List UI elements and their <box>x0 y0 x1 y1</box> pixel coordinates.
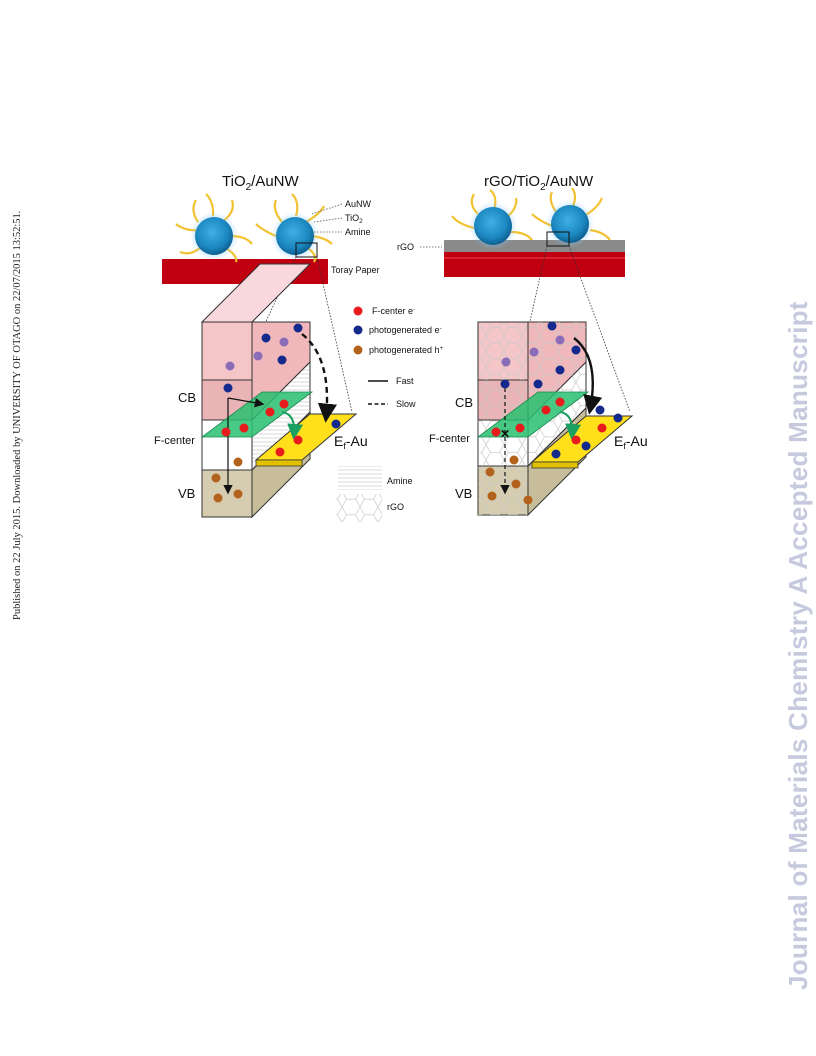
toray-paper-label: Toray Paper <box>331 265 380 275</box>
blocked-transition-mark: ✕ <box>500 427 510 441</box>
legend-photo-hole: photogenerated h+ <box>369 345 444 355</box>
legend-blue-dot <box>353 325 363 335</box>
left-panel-title: TiO2/AuNW <box>222 173 300 193</box>
right-vb-label: VB <box>455 486 472 501</box>
legend-fast: Fast <box>396 376 414 386</box>
tio2-label: TiO2 <box>345 213 363 225</box>
amine-label: Amine <box>345 227 371 237</box>
legend-photo-electron: photogenerated e- <box>369 325 442 335</box>
tio2-sphere <box>551 205 589 243</box>
right-ef-label: Ef-Au <box>614 433 648 451</box>
legend-rgo-swatch <box>336 494 382 522</box>
right-fcenter-label: F-center <box>429 433 470 445</box>
zoom-box <box>295 242 318 258</box>
legend-fcenter-electron: F-center e- <box>372 306 415 316</box>
right-particles <box>485 321 623 505</box>
rgo-layer <box>444 240 625 252</box>
tio2-sphere <box>276 217 314 255</box>
left-panel: TiO2/AuNW Toray Paper AuNW <box>154 173 380 519</box>
aunw-label: AuNW <box>345 199 372 209</box>
left-cb-label: CB <box>178 390 196 405</box>
legend-amine-swatch <box>338 466 382 490</box>
tio2-sphere <box>195 217 233 255</box>
legend-amine: Amine <box>387 476 413 486</box>
legend-rgo: rGO <box>387 502 404 512</box>
legend: F-center e- photogenerated e- photogener… <box>336 306 444 522</box>
left-ef-label: Ef-Au <box>334 433 368 451</box>
legend-red-dot <box>353 306 363 316</box>
left-vb-label: VB <box>178 486 195 501</box>
legend-slow: Slow <box>396 399 416 409</box>
left-particles <box>211 323 341 503</box>
rgo-label: rGO <box>397 242 414 252</box>
right-substrate <box>444 252 625 277</box>
tio2-sphere <box>474 207 512 245</box>
zoom-box <box>546 231 570 247</box>
right-panel-title: rGO/TiO2/AuNW <box>484 173 594 193</box>
right-panel: rGO/TiO2/AuNW rGO <box>397 173 648 517</box>
right-band-diagram: ✕ <box>476 321 634 517</box>
right-cb-label: CB <box>455 395 473 410</box>
legend-orange-dot <box>353 345 363 355</box>
left-fcenter-label: F-center <box>154 435 195 447</box>
